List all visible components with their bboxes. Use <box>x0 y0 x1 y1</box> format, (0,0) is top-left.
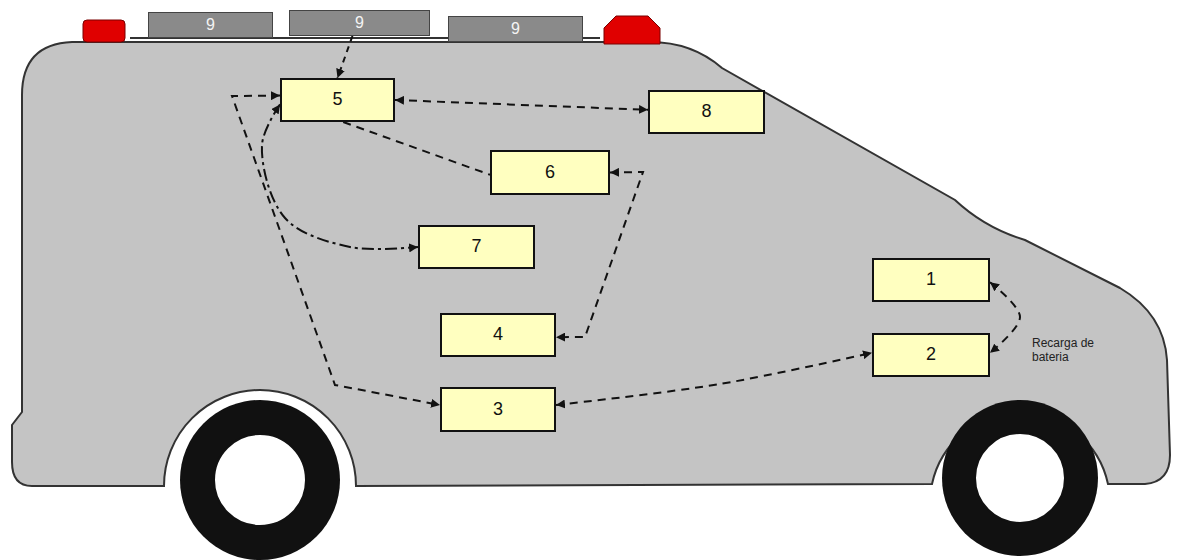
rear-wheel <box>180 400 340 560</box>
numbered-box: 1 <box>872 258 990 302</box>
dashed-connector <box>556 353 872 405</box>
callout-number: 1 <box>926 270 936 290</box>
callout-number: 7 <box>471 237 481 257</box>
warning-light <box>83 20 125 42</box>
callout-number: 5 <box>332 90 342 110</box>
numbered-box: 8 <box>648 90 765 134</box>
front-wheel <box>942 400 1098 556</box>
numbered-box: 3 <box>440 387 556 432</box>
numbered-box: 7 <box>418 225 535 269</box>
edge-label: Recarga de bateria <box>1032 336 1112 365</box>
callout-number: 9 <box>355 14 364 32</box>
dashed-connector <box>395 100 648 110</box>
dashed-connector <box>343 122 490 175</box>
roof-panel: 9 <box>289 10 430 36</box>
callout-number: 9 <box>511 20 520 38</box>
callout-number: 4 <box>493 325 503 345</box>
dashed-connector <box>990 282 1020 353</box>
callout-number: 3 <box>493 400 503 420</box>
numbered-box: 5 <box>280 78 395 122</box>
roof-panel: 9 <box>448 16 583 42</box>
dashed-connector <box>232 96 440 405</box>
roof-panel: 9 <box>148 12 273 38</box>
numbered-box: 6 <box>490 150 610 195</box>
callout-number: 2 <box>926 345 936 365</box>
dashed-connector <box>338 36 353 78</box>
warning-light <box>604 16 660 44</box>
dashed-connector <box>262 104 418 249</box>
callout-number: 6 <box>545 163 555 183</box>
callout-number: 8 <box>701 102 711 122</box>
numbered-box: 4 <box>440 313 556 357</box>
callout-number: 9 <box>206 16 215 34</box>
numbered-box: 2 <box>872 333 990 377</box>
dashed-connector <box>556 172 643 337</box>
